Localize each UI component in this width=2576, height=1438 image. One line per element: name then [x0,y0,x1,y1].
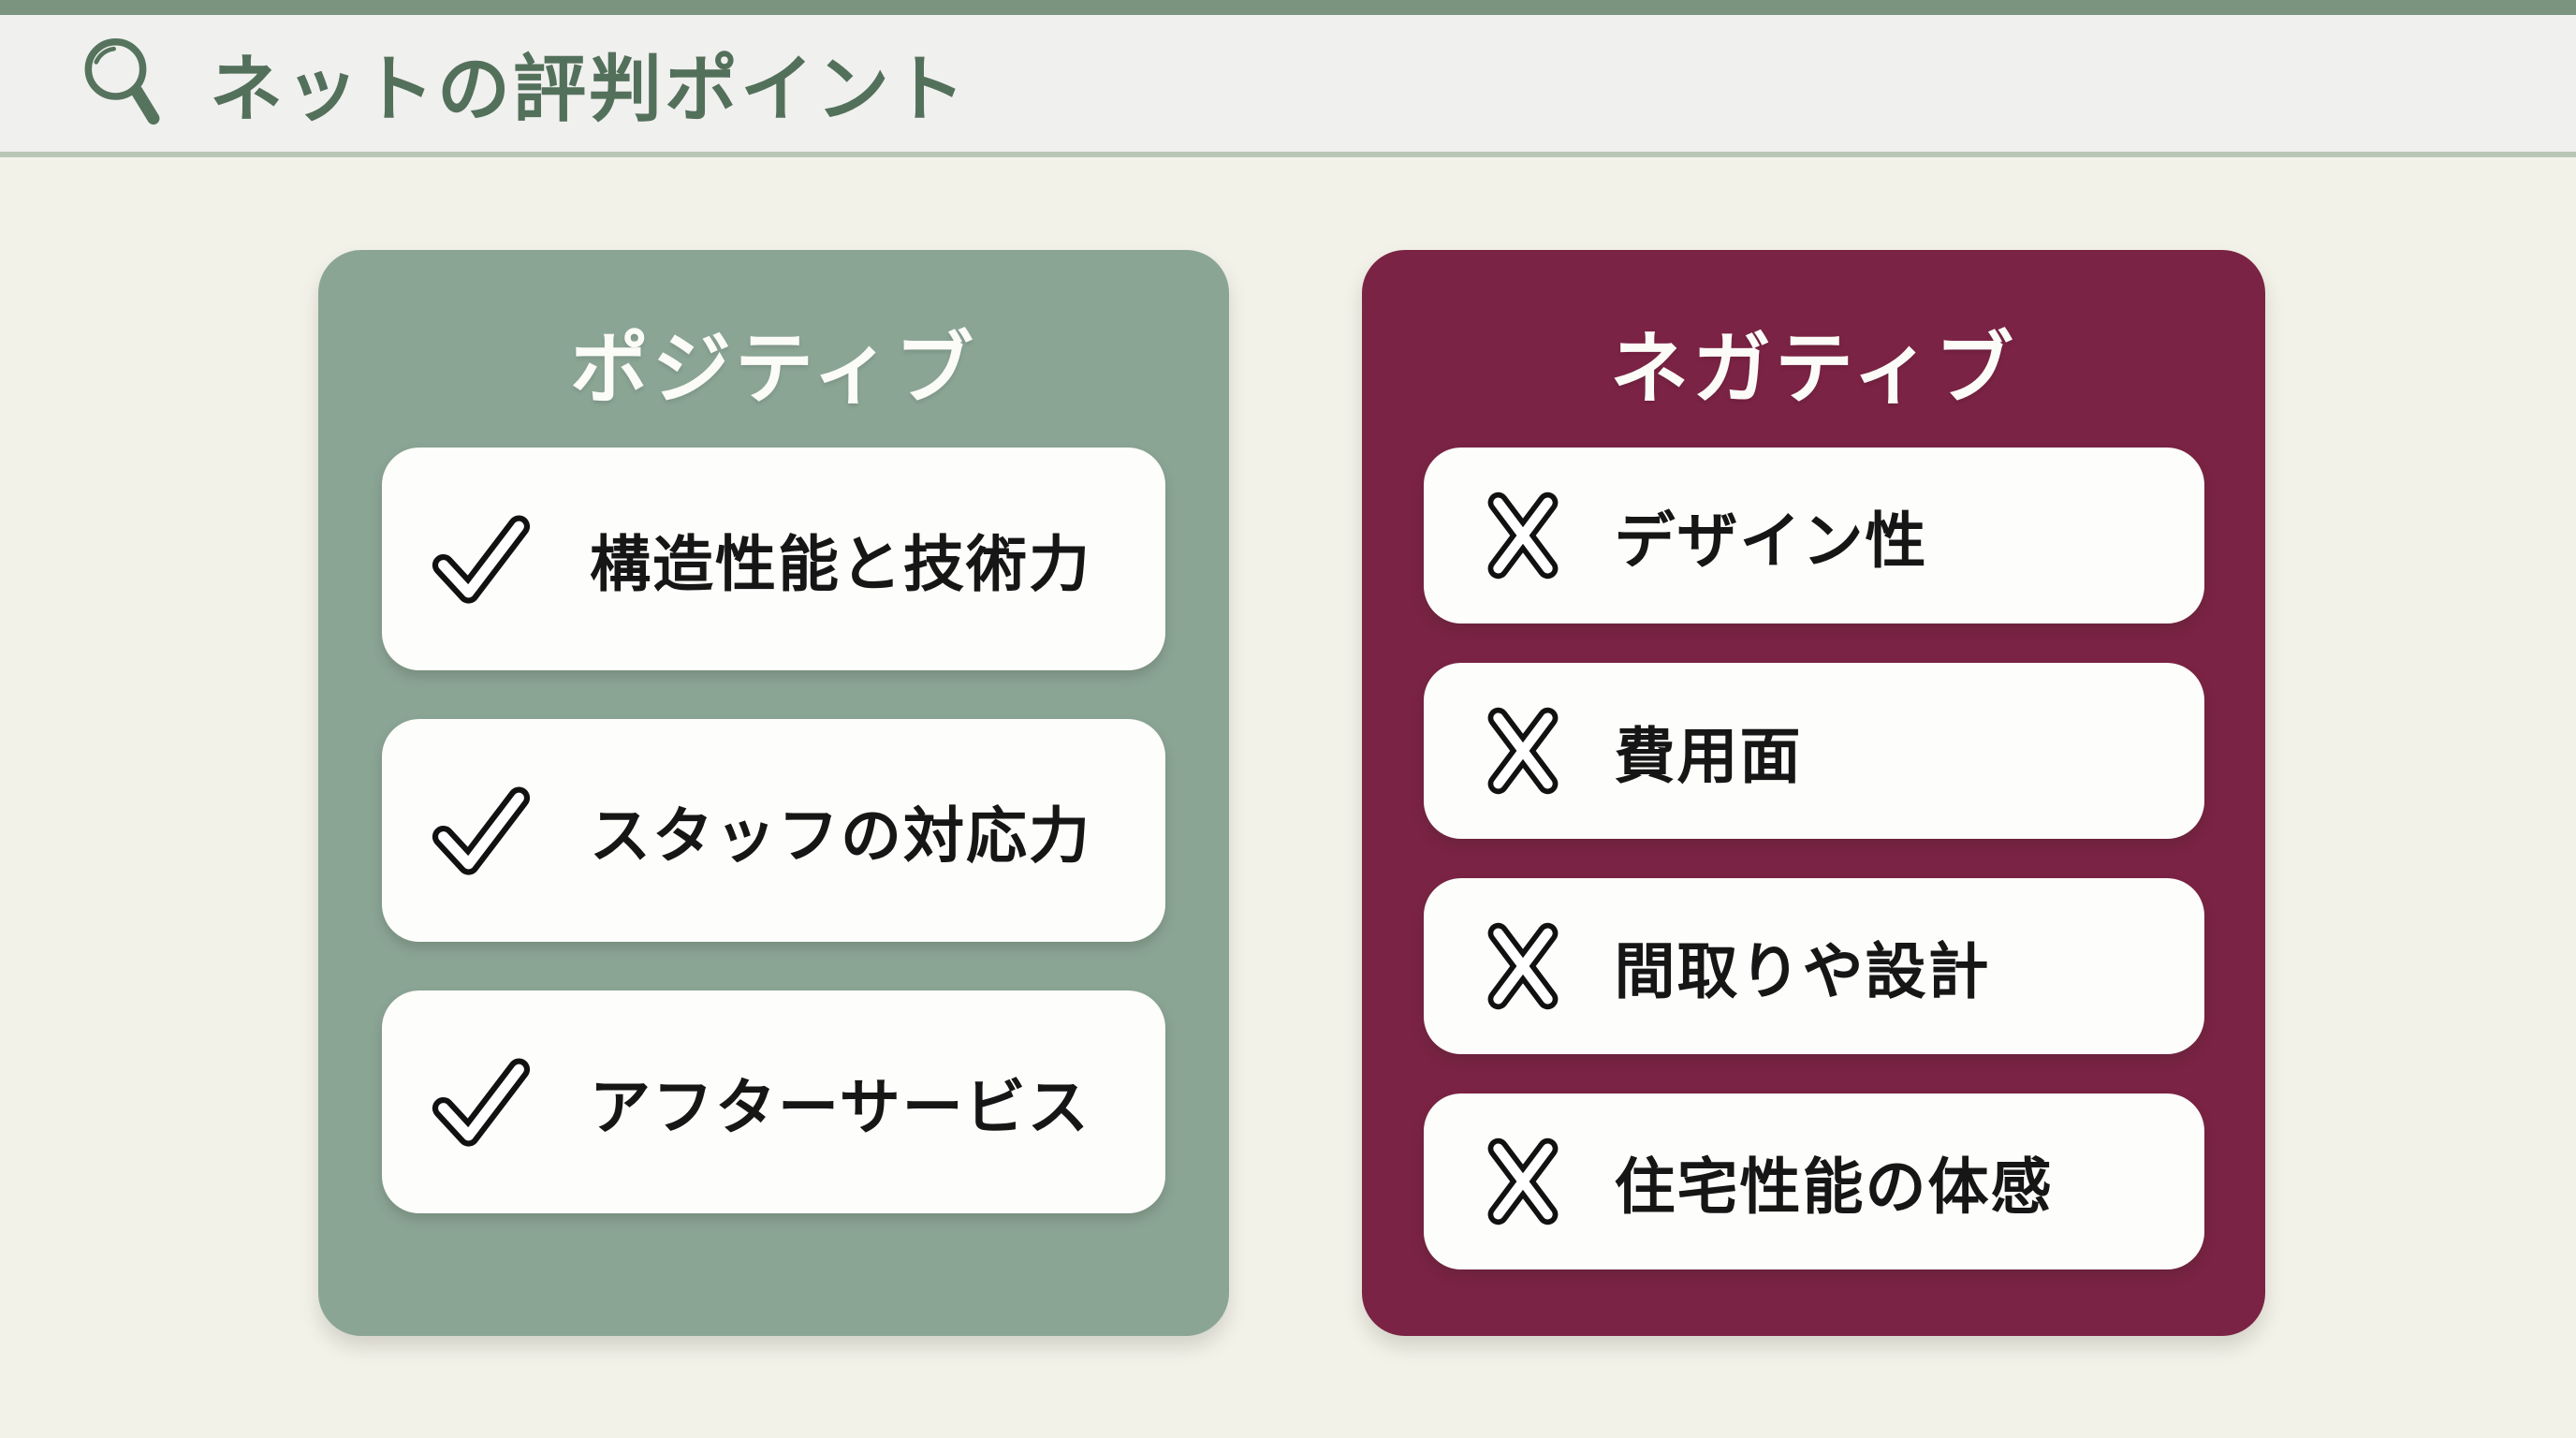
page-title: ネットの評判ポイント [210,48,969,130]
positive-card: ポジティブ 構造性能と技術力 スタッフの対応力 [318,250,1229,1336]
check-icon [429,506,534,611]
check-icon [429,1049,534,1154]
positive-item-label: 構造性能と技術力 [590,530,1092,598]
negative-item: 住宅性能の体感 [1423,1093,2204,1269]
negative-card-title: ネガティブ [1610,325,2017,413]
top-accent-strip [0,0,2576,15]
cross-icon [1482,919,1564,1013]
negative-item-list: デザイン性 費用面 [1362,448,2265,1269]
positive-item-list: 構造性能と技術力 スタッフの対応力 アフター [318,448,1229,1213]
positive-item: スタッフの対応力 [382,719,1165,942]
negative-item: 間取りや設計 [1423,878,2204,1054]
negative-item: デザイン性 [1423,448,2204,624]
negative-item: 費用面 [1423,663,2204,839]
header-bar: ネットの評判ポイント [0,15,2576,157]
negative-item-label: デザイン性 [1614,506,1928,575]
check-icon [429,778,534,883]
positive-item: アフターサービス [382,990,1165,1213]
positive-card-title: ポジティブ [570,325,977,413]
positive-item: 構造性能と技術力 [382,448,1165,670]
negative-item-label: 間取りや設計 [1614,937,1991,1005]
cross-icon [1482,1135,1564,1228]
magnifier-icon [79,32,167,136]
cross-icon [1482,704,1564,798]
positive-item-label: アフターサービス [590,1073,1090,1141]
negative-item-label: 住宅性能の体感 [1614,1152,2054,1221]
negative-card: ネガティブ デザイン性 [1362,250,2265,1336]
cross-icon [1482,489,1564,582]
positive-item-label: スタッフの対応力 [590,801,1092,870]
negative-item-label: 費用面 [1614,722,1803,790]
